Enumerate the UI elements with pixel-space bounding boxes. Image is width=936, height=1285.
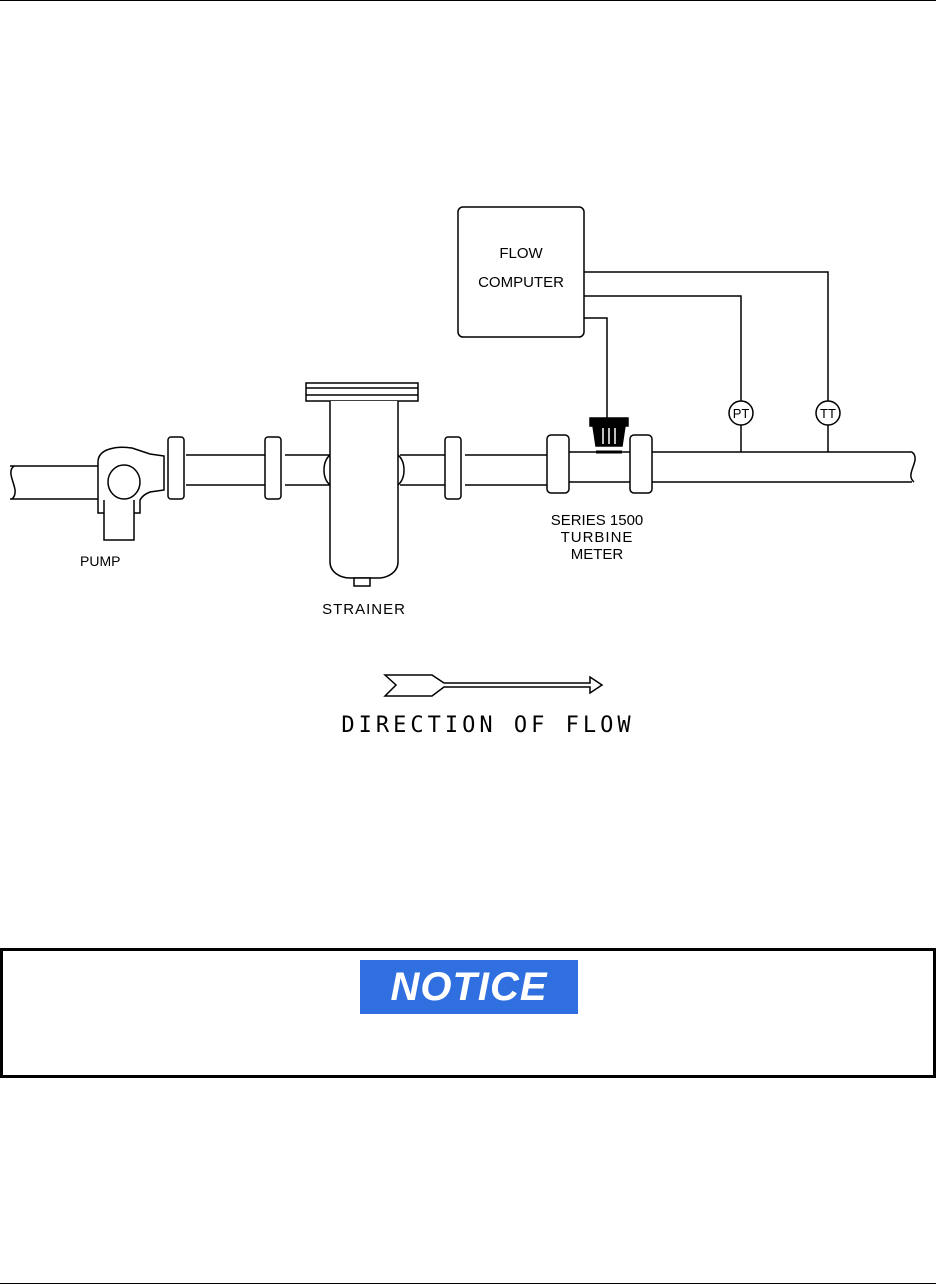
installation-diagram: FLOW COMPUTER PT TT PUMP STRAINER SERIES… [10,206,916,738]
flange-1 [167,436,185,500]
notice-box [0,948,936,1078]
inlet-pipe-break [10,465,16,500]
pt-label: PT [733,406,750,421]
meter-label-1: SERIES 1500 [551,512,644,529]
meter-pickup-cap [589,417,629,427]
outlet-pipe-break [910,451,916,483]
pt-signal-wire [584,295,742,402]
flow-computer-label-1: FLOW [499,245,543,262]
meter-inlet-flange [546,434,570,494]
notice-badge: NOTICE [360,960,578,1014]
meter-outlet-flange [629,434,653,494]
pipe-segment-3 [400,454,445,486]
flow-direction-label: DIRECTION OF FLOW [341,713,634,738]
strainer-label: STRAINER [322,601,406,618]
flange-3 [444,436,462,500]
pipe-segment-1 [186,454,265,486]
meter-label-2: TURBINE [561,529,634,546]
bottom-rule [0,1283,936,1284]
tt-transmitter [815,400,841,426]
flow-computer-label-2: COMPUTER [478,274,564,291]
flange-2 [264,436,282,500]
pump-label: PUMP [80,553,120,569]
strainer-body [329,401,399,579]
strainer-drain [353,577,371,587]
meter-label-3: METER [571,546,624,563]
pump-volute [107,464,141,500]
pump-base [103,500,135,541]
meter-signal-wire [584,317,608,420]
meter-body [569,451,630,483]
tt-label: TT [820,406,836,421]
tt-signal-wire [584,271,829,402]
flow-direction-arrow [383,674,604,697]
outlet-pipe [652,451,912,483]
pt-transmitter [728,400,754,426]
strainer-cover [305,382,419,402]
pipe-segment-4 [465,454,547,486]
top-rule [0,0,936,1]
flow-computer-box [457,206,585,338]
pipe-segment-2 [285,454,330,486]
strainer-nozzles [323,454,405,486]
